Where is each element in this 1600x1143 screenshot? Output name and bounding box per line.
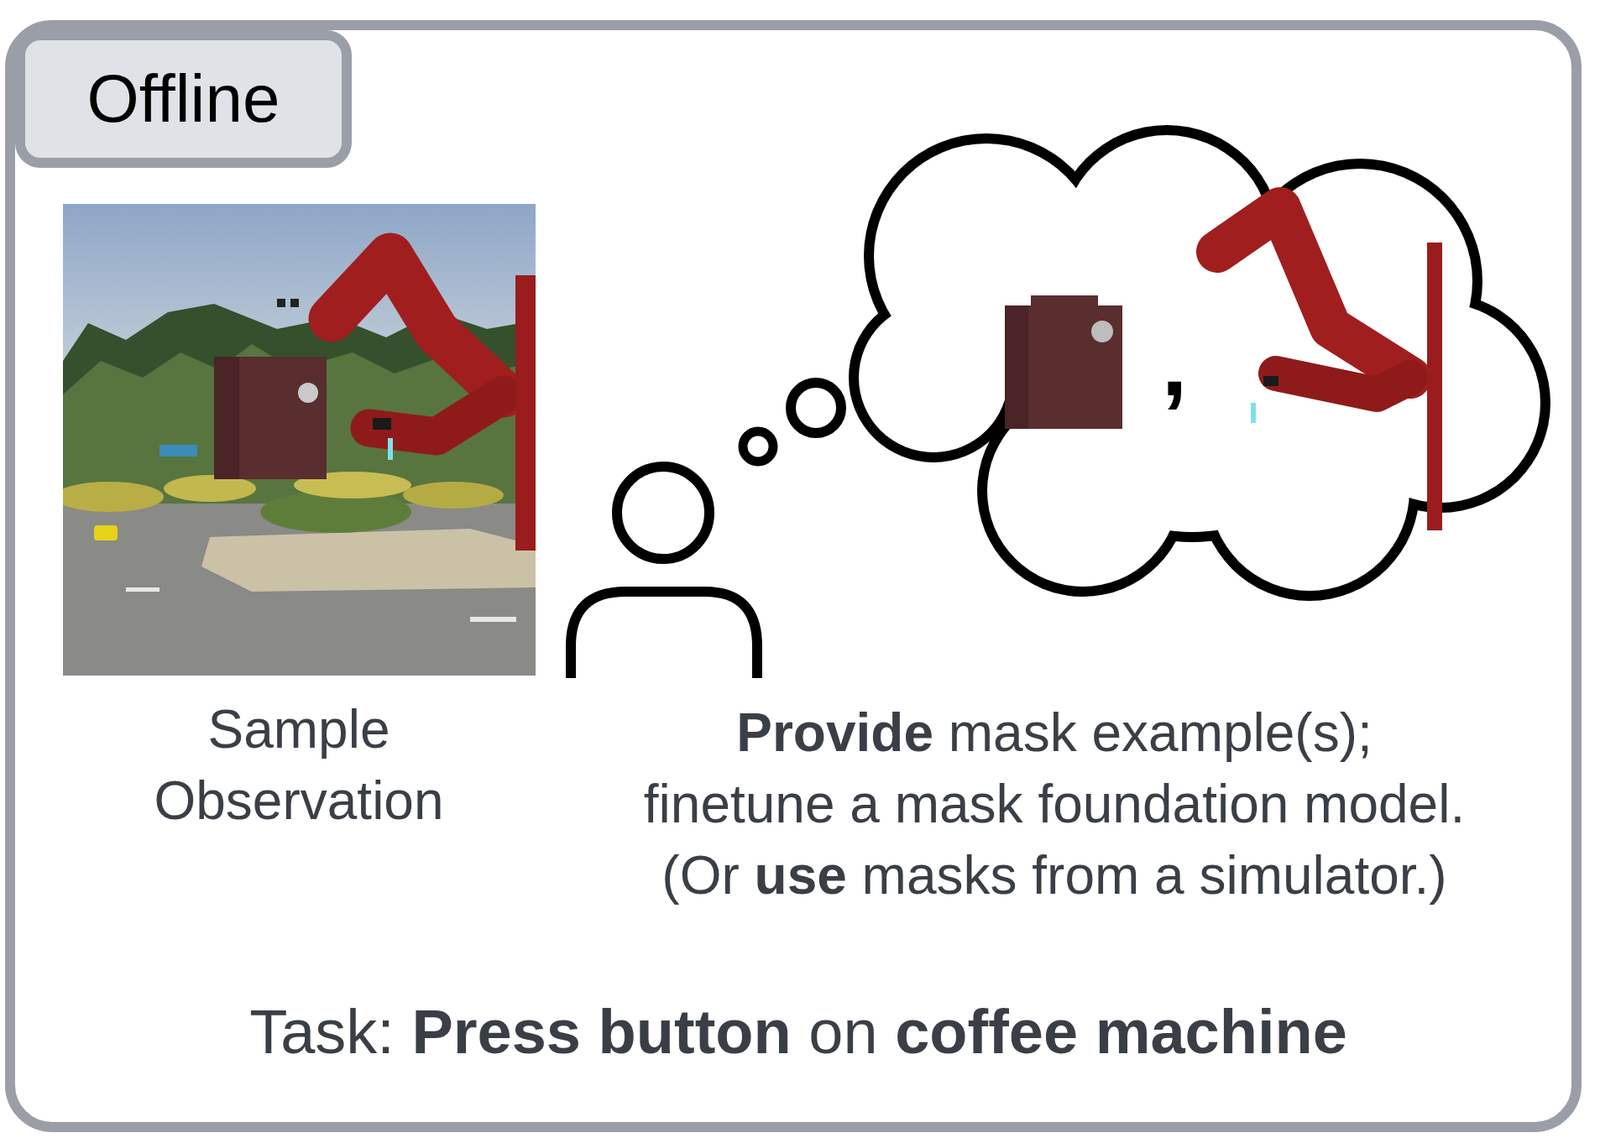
robot-arm <box>331 256 504 395</box>
separator-comma: , <box>1161 317 1188 410</box>
coffee-machine <box>214 356 327 480</box>
pavement <box>201 528 536 592</box>
lamp <box>277 298 286 308</box>
thought-cloud-outline <box>848 125 1551 602</box>
awning <box>159 444 198 457</box>
mask-gripper-tip <box>1250 402 1256 424</box>
tab-title: Offline <box>87 62 281 136</box>
task-statement: Task: Press button on coffee machine <box>249 990 1348 1075</box>
coffee-machine-side <box>214 356 240 480</box>
robot-arm <box>369 394 504 437</box>
mask-button <box>1091 320 1114 343</box>
road-mark <box>470 616 517 623</box>
mask-robot-arm <box>1275 373 1411 395</box>
gripper <box>372 418 392 430</box>
coffee-button <box>298 382 319 403</box>
cloud-lobe <box>858 303 1009 453</box>
mask-machine-lid <box>1030 295 1099 308</box>
gripper-tip <box>387 438 393 461</box>
lamp <box>290 298 299 308</box>
thought-dot <box>790 382 842 434</box>
mask-machine-side <box>1004 305 1029 429</box>
mask-gripper <box>1263 376 1279 387</box>
road-mark <box>125 587 160 592</box>
person-body <box>570 591 758 679</box>
thought-dot <box>742 431 774 462</box>
mask-coffee-machine <box>1004 305 1123 429</box>
person-head <box>616 466 710 560</box>
panel-frame <box>10 25 1577 1128</box>
robot-base <box>515 275 536 551</box>
thought-cloud <box>858 135 1541 591</box>
image-caption: Sample Observation <box>153 694 444 837</box>
bush <box>402 481 504 509</box>
tab-label: Offline <box>15 30 352 168</box>
mask-robot-base <box>1427 242 1443 531</box>
mask-robot-arm <box>1217 208 1411 378</box>
observation-image <box>62 203 536 676</box>
step-description: Provide mask example(s); finetune a mask… <box>643 697 1465 912</box>
car <box>94 525 118 541</box>
bush <box>62 481 164 513</box>
